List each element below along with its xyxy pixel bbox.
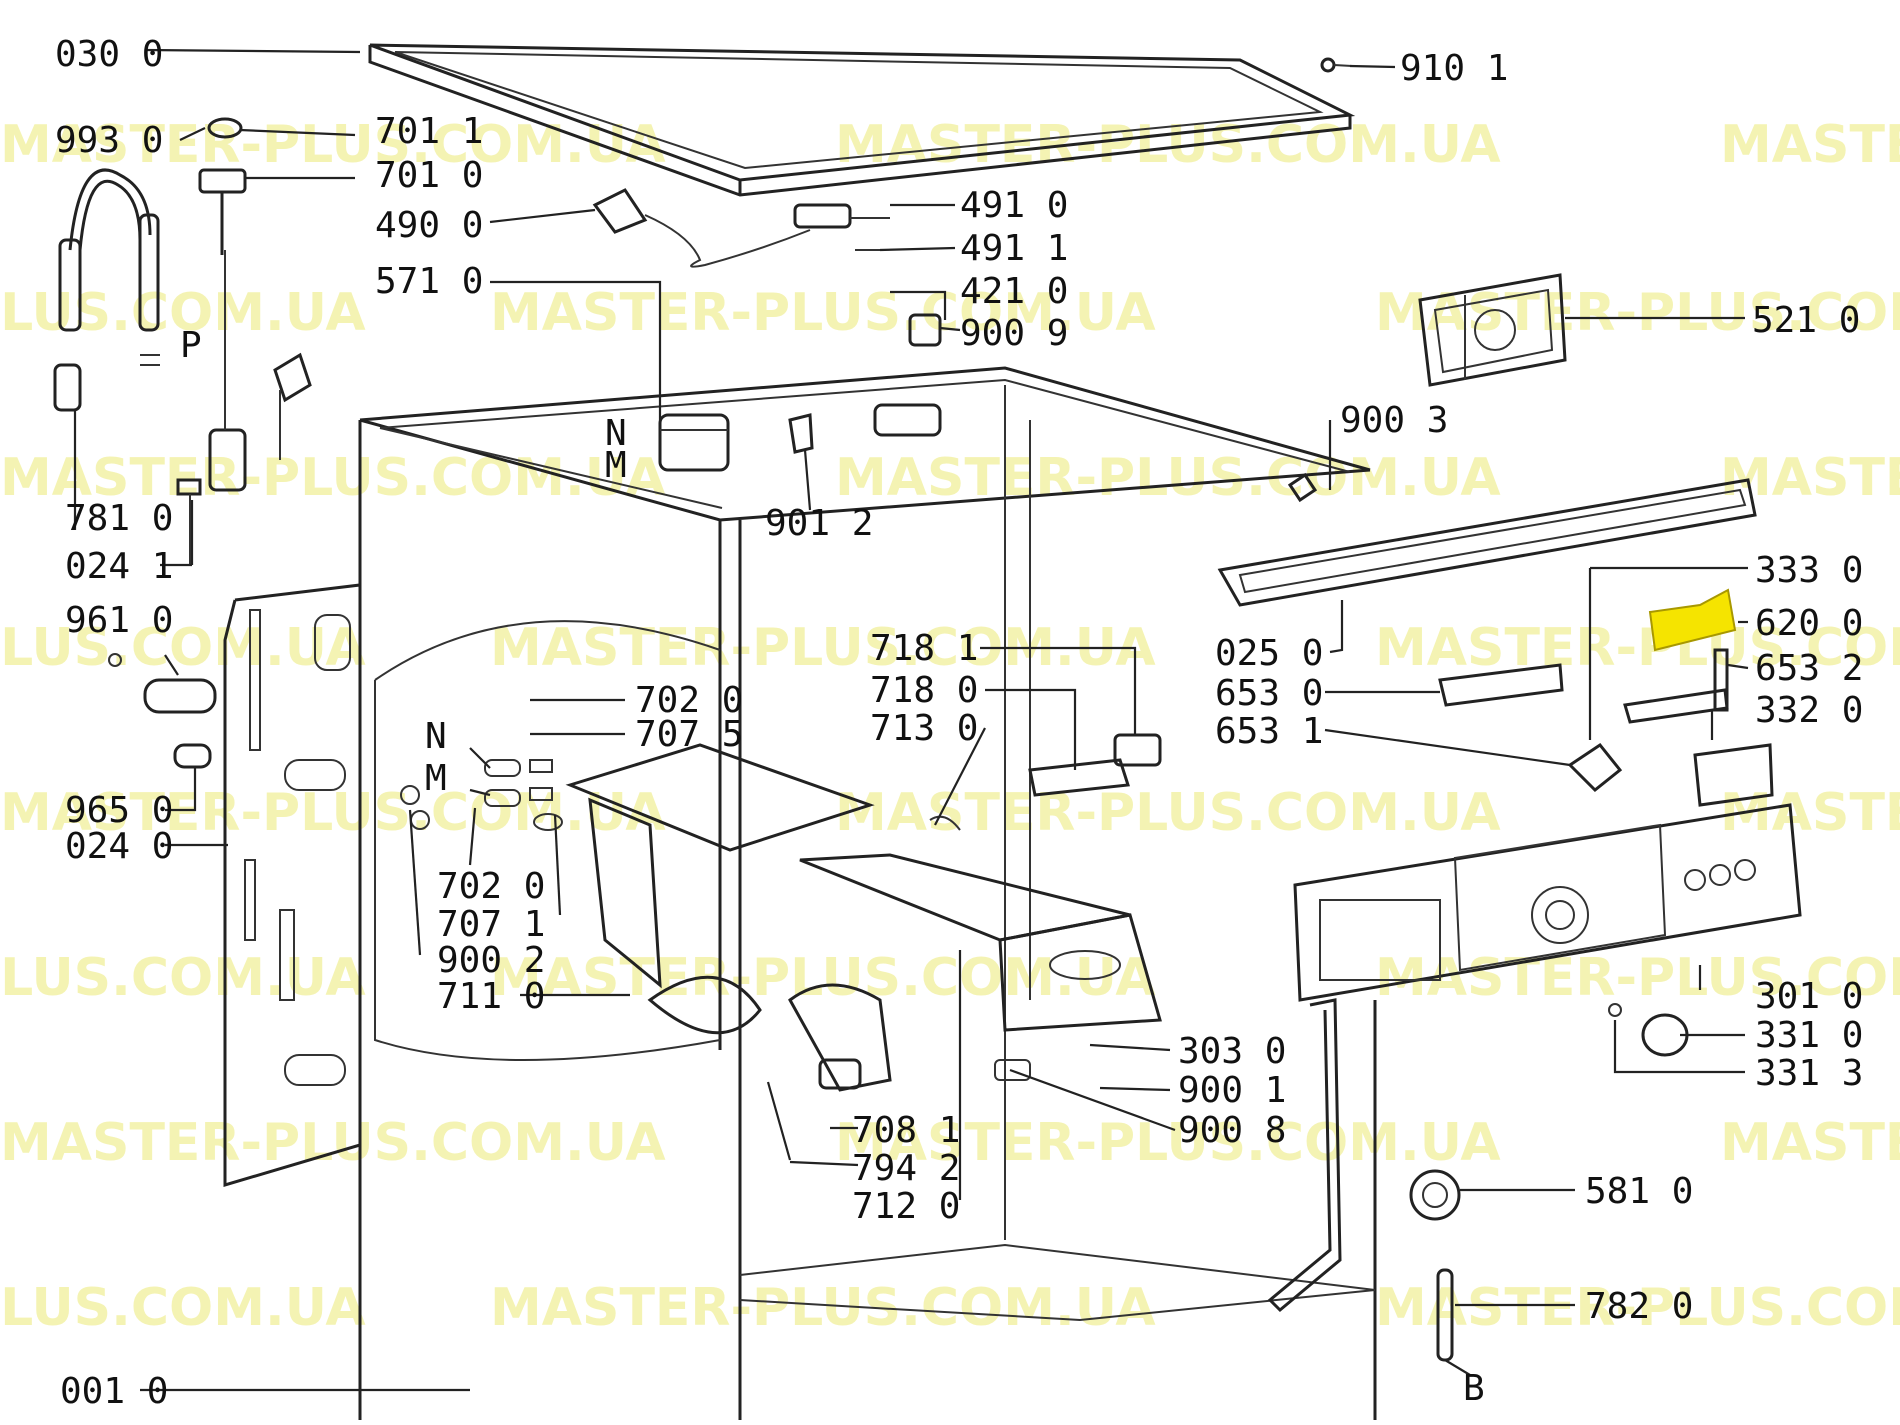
part-label: 702 0 <box>635 680 743 721</box>
part-label: 965 0 <box>65 790 173 831</box>
small-components-top <box>788 57 1353 454</box>
highlighted-part-620 <box>1648 588 1737 652</box>
part-label: 491 1 <box>960 228 1068 269</box>
watermark: MASTER-PLUS.COM.UA <box>490 283 1156 343</box>
part-label: 301 0 <box>1755 976 1863 1017</box>
front-control-panel-part <box>1293 803 1802 1057</box>
part-label: 571 0 <box>375 261 483 302</box>
part-label: P <box>180 325 202 366</box>
back-panel-part <box>223 583 362 1188</box>
part-label: 421 0 <box>960 271 1068 312</box>
part-label: 782 0 <box>1585 1286 1693 1327</box>
watermark: MASTER-PLUS.COM.UA <box>1375 618 1900 678</box>
part-label: 707 5 <box>635 714 743 755</box>
part-label: 712 0 <box>852 1186 960 1227</box>
part-label: 993 0 <box>55 120 163 161</box>
part-label: 521 0 <box>1752 300 1860 341</box>
top-cover-part <box>368 43 1356 197</box>
watermark: MASTER-PLUS.COM.UA <box>1720 448 1900 508</box>
watermark: MASTER-PLUS.COM.UA <box>835 448 1501 508</box>
watermark: MASTER-PLUS.COM.UA <box>835 1113 1501 1173</box>
cabinet-body-part <box>358 366 1377 1420</box>
watermark: MASTER-PLUS.COM.UA <box>1720 1113 1900 1173</box>
part-label: 025 0 <box>1215 633 1323 674</box>
watermark: MASTER-PLUS.COM.UA <box>0 448 666 508</box>
dispenser-group <box>400 733 1162 1092</box>
part-label: B <box>1463 1368 1485 1409</box>
part-label: 653 1 <box>1215 711 1323 752</box>
watermark: MASTER-PLUS.COM.UA <box>490 948 1156 1008</box>
watermark: MASTER-PLUS.COM.UA <box>0 948 366 1008</box>
part-label: 331 0 <box>1755 1015 1863 1056</box>
part-label: 718 1 <box>870 628 978 669</box>
watermark-layer: MASTER-PLUS.COM.UA MASTER-PLUS.COM.UA MA… <box>0 115 1900 1338</box>
part-label: 581 0 <box>1585 1171 1693 1212</box>
part-label: 024 1 <box>65 546 173 587</box>
leader-lines <box>73 48 1749 1392</box>
part-label: 781 0 <box>65 498 173 539</box>
watermark: MASTER-PLUS.COM.UA <box>0 1278 366 1338</box>
inlet-hose-group <box>53 117 312 565</box>
part-label: 711 0 <box>437 976 545 1017</box>
panel-strip-part <box>1217 472 1757 607</box>
watermark: MASTER-PLUS.COM.UA <box>1375 1278 1900 1338</box>
part-label: 331 3 <box>1755 1053 1863 1094</box>
watermark: MASTER-PLUS.COM.UA <box>835 783 1501 843</box>
part-label: 303 0 <box>1178 1031 1286 1072</box>
part-label: 653 0 <box>1215 673 1323 714</box>
electronic-module-part <box>1418 273 1567 387</box>
part-label: 708 1 <box>852 1110 960 1151</box>
part-label: 713 0 <box>870 708 978 749</box>
part-label: 491 0 <box>960 185 1068 226</box>
part-label: 900 2 <box>437 940 545 981</box>
watermark: MASTER-PLUS.COM.UA <box>1375 948 1900 1008</box>
part-label: 653 2 <box>1755 648 1863 689</box>
part-label: 718 0 <box>870 670 978 711</box>
watermark: MASTER-PLUS.COM.UA <box>490 1278 1156 1338</box>
watermark: MASTER-PLUS.COM.UA <box>0 783 666 843</box>
part-label: 794 2 <box>852 1148 960 1189</box>
watermark: MASTER-PLUS.COM.UA <box>1720 115 1900 175</box>
part-label: 900 3 <box>1340 400 1448 441</box>
bottom-left-parts <box>108 653 217 769</box>
watermark: MASTER-PLUS.COM.UA <box>835 115 1501 175</box>
part-label: 900 8 <box>1178 1110 1286 1151</box>
part-label: N <box>425 716 447 757</box>
watermark: MASTER-PLUS.COM.UA <box>0 1113 666 1173</box>
watermark: MASTER-PLUS.COM.UA <box>0 618 366 678</box>
switch-bracket-group <box>1438 588 1774 807</box>
part-label: 701 0 <box>375 155 483 196</box>
part-label: 702 0 <box>437 866 545 907</box>
part-label: 332 0 <box>1755 690 1863 731</box>
part-label: 030 0 <box>55 34 163 75</box>
part-label: M <box>605 445 627 486</box>
watermark: MASTER-PLUS.COM.UA <box>1720 783 1900 843</box>
part-label: 024 0 <box>65 826 173 867</box>
part-label: 901 2 <box>765 503 873 544</box>
part-labels: 030 0 993 0 701 1 701 0 490 0 571 0 491 … <box>55 34 1863 1412</box>
part-label: 900 1 <box>1178 1070 1286 1111</box>
part-label: N <box>605 413 627 454</box>
part-label: 490 0 <box>375 205 483 246</box>
part-label: 333 0 <box>1755 550 1863 591</box>
mains-cable-group <box>592 188 890 472</box>
part-label: 701 1 <box>375 111 483 152</box>
part-label: M <box>425 758 447 799</box>
part-label: 900 9 <box>960 313 1068 354</box>
part-label: 707 1 <box>437 904 545 945</box>
watermark: MASTER-PLUS.COM.UA <box>0 115 666 175</box>
part-label: 910 1 <box>1400 48 1508 89</box>
part-label: 001 0 <box>60 1371 168 1412</box>
part-label: 961 0 <box>65 600 173 641</box>
part-label: 620 0 <box>1755 603 1863 644</box>
